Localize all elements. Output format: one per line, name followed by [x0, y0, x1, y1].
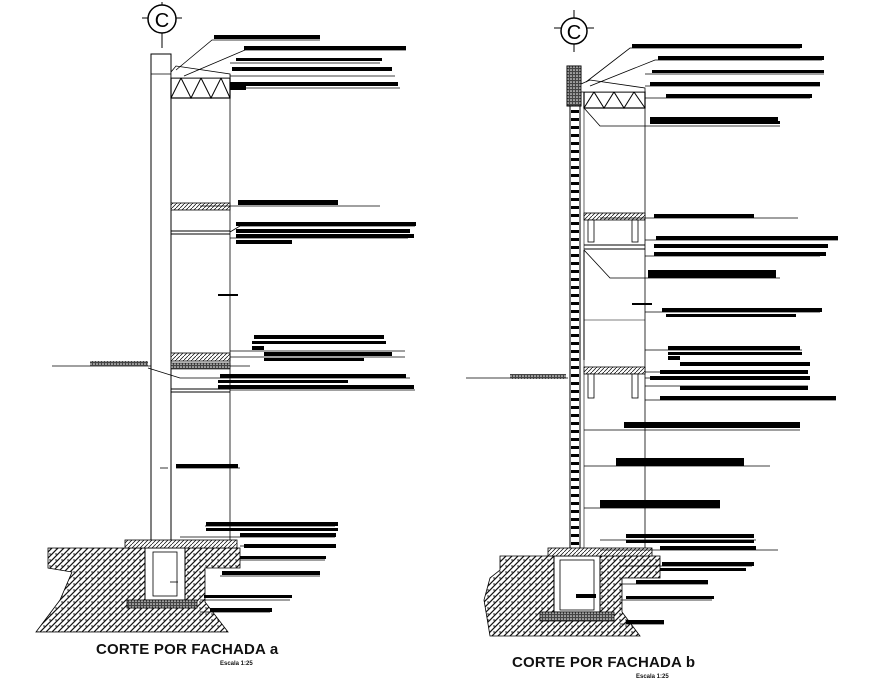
foundation-a	[35, 539, 241, 633]
brick-mark	[571, 110, 579, 113]
roof-truss-b	[580, 79, 646, 109]
brick-mark	[571, 358, 579, 361]
brick-mark	[571, 438, 579, 441]
brick-mark	[571, 542, 579, 545]
brick-mark	[571, 174, 579, 177]
column-b	[566, 65, 585, 551]
brick-mark	[571, 150, 579, 153]
wall-lines-a	[170, 74, 231, 544]
brick-mark	[571, 398, 579, 401]
brick-mark	[571, 382, 579, 385]
section-title-b: CORTE POR FACHADA b	[512, 654, 696, 671]
brick-mark	[571, 366, 579, 369]
brick-mark	[571, 350, 579, 353]
brick-mark	[571, 270, 579, 273]
brick-mark	[571, 230, 579, 233]
axis-bubble-a: C	[142, 2, 182, 48]
brick-mark	[571, 254, 579, 257]
brick-mark	[571, 534, 579, 537]
brick-mark	[571, 390, 579, 393]
brick-mark	[571, 158, 579, 161]
brick-mark	[571, 470, 579, 473]
brick-mark	[571, 446, 579, 449]
brick-mark	[571, 214, 579, 217]
annotations-a	[176, 35, 416, 612]
brick-mark	[571, 134, 579, 137]
brick-mark	[571, 478, 579, 481]
brick-mark	[571, 206, 579, 209]
brick-mark	[571, 310, 579, 313]
brick-mark	[571, 118, 579, 121]
brick-mark	[571, 510, 579, 513]
scale-label-b: Escala 1:25	[636, 674, 669, 680]
slab-b-1	[583, 212, 646, 321]
foundation-b	[483, 547, 661, 637]
slab-b-2	[583, 366, 646, 399]
brick-mark	[571, 318, 579, 321]
brick-mark	[571, 238, 579, 241]
section-title-a: CORTE POR FACHADA a	[96, 641, 279, 658]
brick-mark	[571, 126, 579, 129]
brick-mark	[571, 422, 579, 425]
brick-mark	[571, 494, 579, 497]
brick-marks-b	[571, 110, 579, 545]
section-b: C	[466, 10, 838, 637]
brick-mark	[571, 518, 579, 521]
brick-mark	[571, 166, 579, 169]
brick-mark	[571, 302, 579, 305]
brick-mark	[571, 430, 579, 433]
section-a: C	[35, 2, 416, 633]
brick-mark	[571, 326, 579, 329]
axis-label-b: C	[567, 22, 581, 44]
annotations-b	[600, 44, 838, 624]
axis-bubble-b: C	[554, 10, 594, 52]
brick-mark	[571, 414, 579, 417]
axis-label-a: C	[155, 10, 169, 32]
brick-mark	[571, 374, 579, 377]
brick-mark	[571, 294, 579, 297]
brick-mark	[571, 502, 579, 505]
brick-mark	[571, 222, 579, 225]
brick-mark	[571, 334, 579, 337]
brick-mark	[571, 278, 579, 281]
brick-mark	[571, 246, 579, 249]
brick-mark	[571, 262, 579, 265]
column-a	[150, 53, 172, 545]
brick-mark	[571, 454, 579, 457]
brick-mark	[571, 526, 579, 529]
brick-mark	[571, 406, 579, 409]
slab-a-1	[170, 202, 231, 235]
brick-mark	[571, 462, 579, 465]
brick-mark	[571, 486, 579, 489]
leaders-a	[147, 39, 415, 613]
brick-mark	[571, 190, 579, 193]
brick-mark	[571, 182, 579, 185]
brick-mark	[571, 286, 579, 289]
scale-label-a: Escala 1:25	[220, 661, 253, 667]
brick-mark	[571, 198, 579, 201]
ground-line-a	[52, 361, 250, 367]
brick-mark	[571, 342, 579, 345]
brick-mark	[571, 142, 579, 145]
